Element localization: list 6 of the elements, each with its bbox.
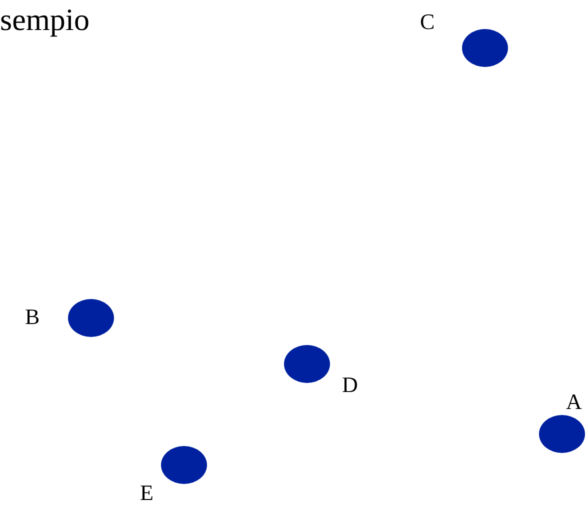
point-label: D (342, 374, 358, 396)
title: sempio (0, 4, 90, 35)
point-label: B (25, 306, 40, 328)
point-label: E (140, 482, 154, 504)
point-label: C (420, 11, 435, 33)
point-label: A (566, 391, 582, 413)
